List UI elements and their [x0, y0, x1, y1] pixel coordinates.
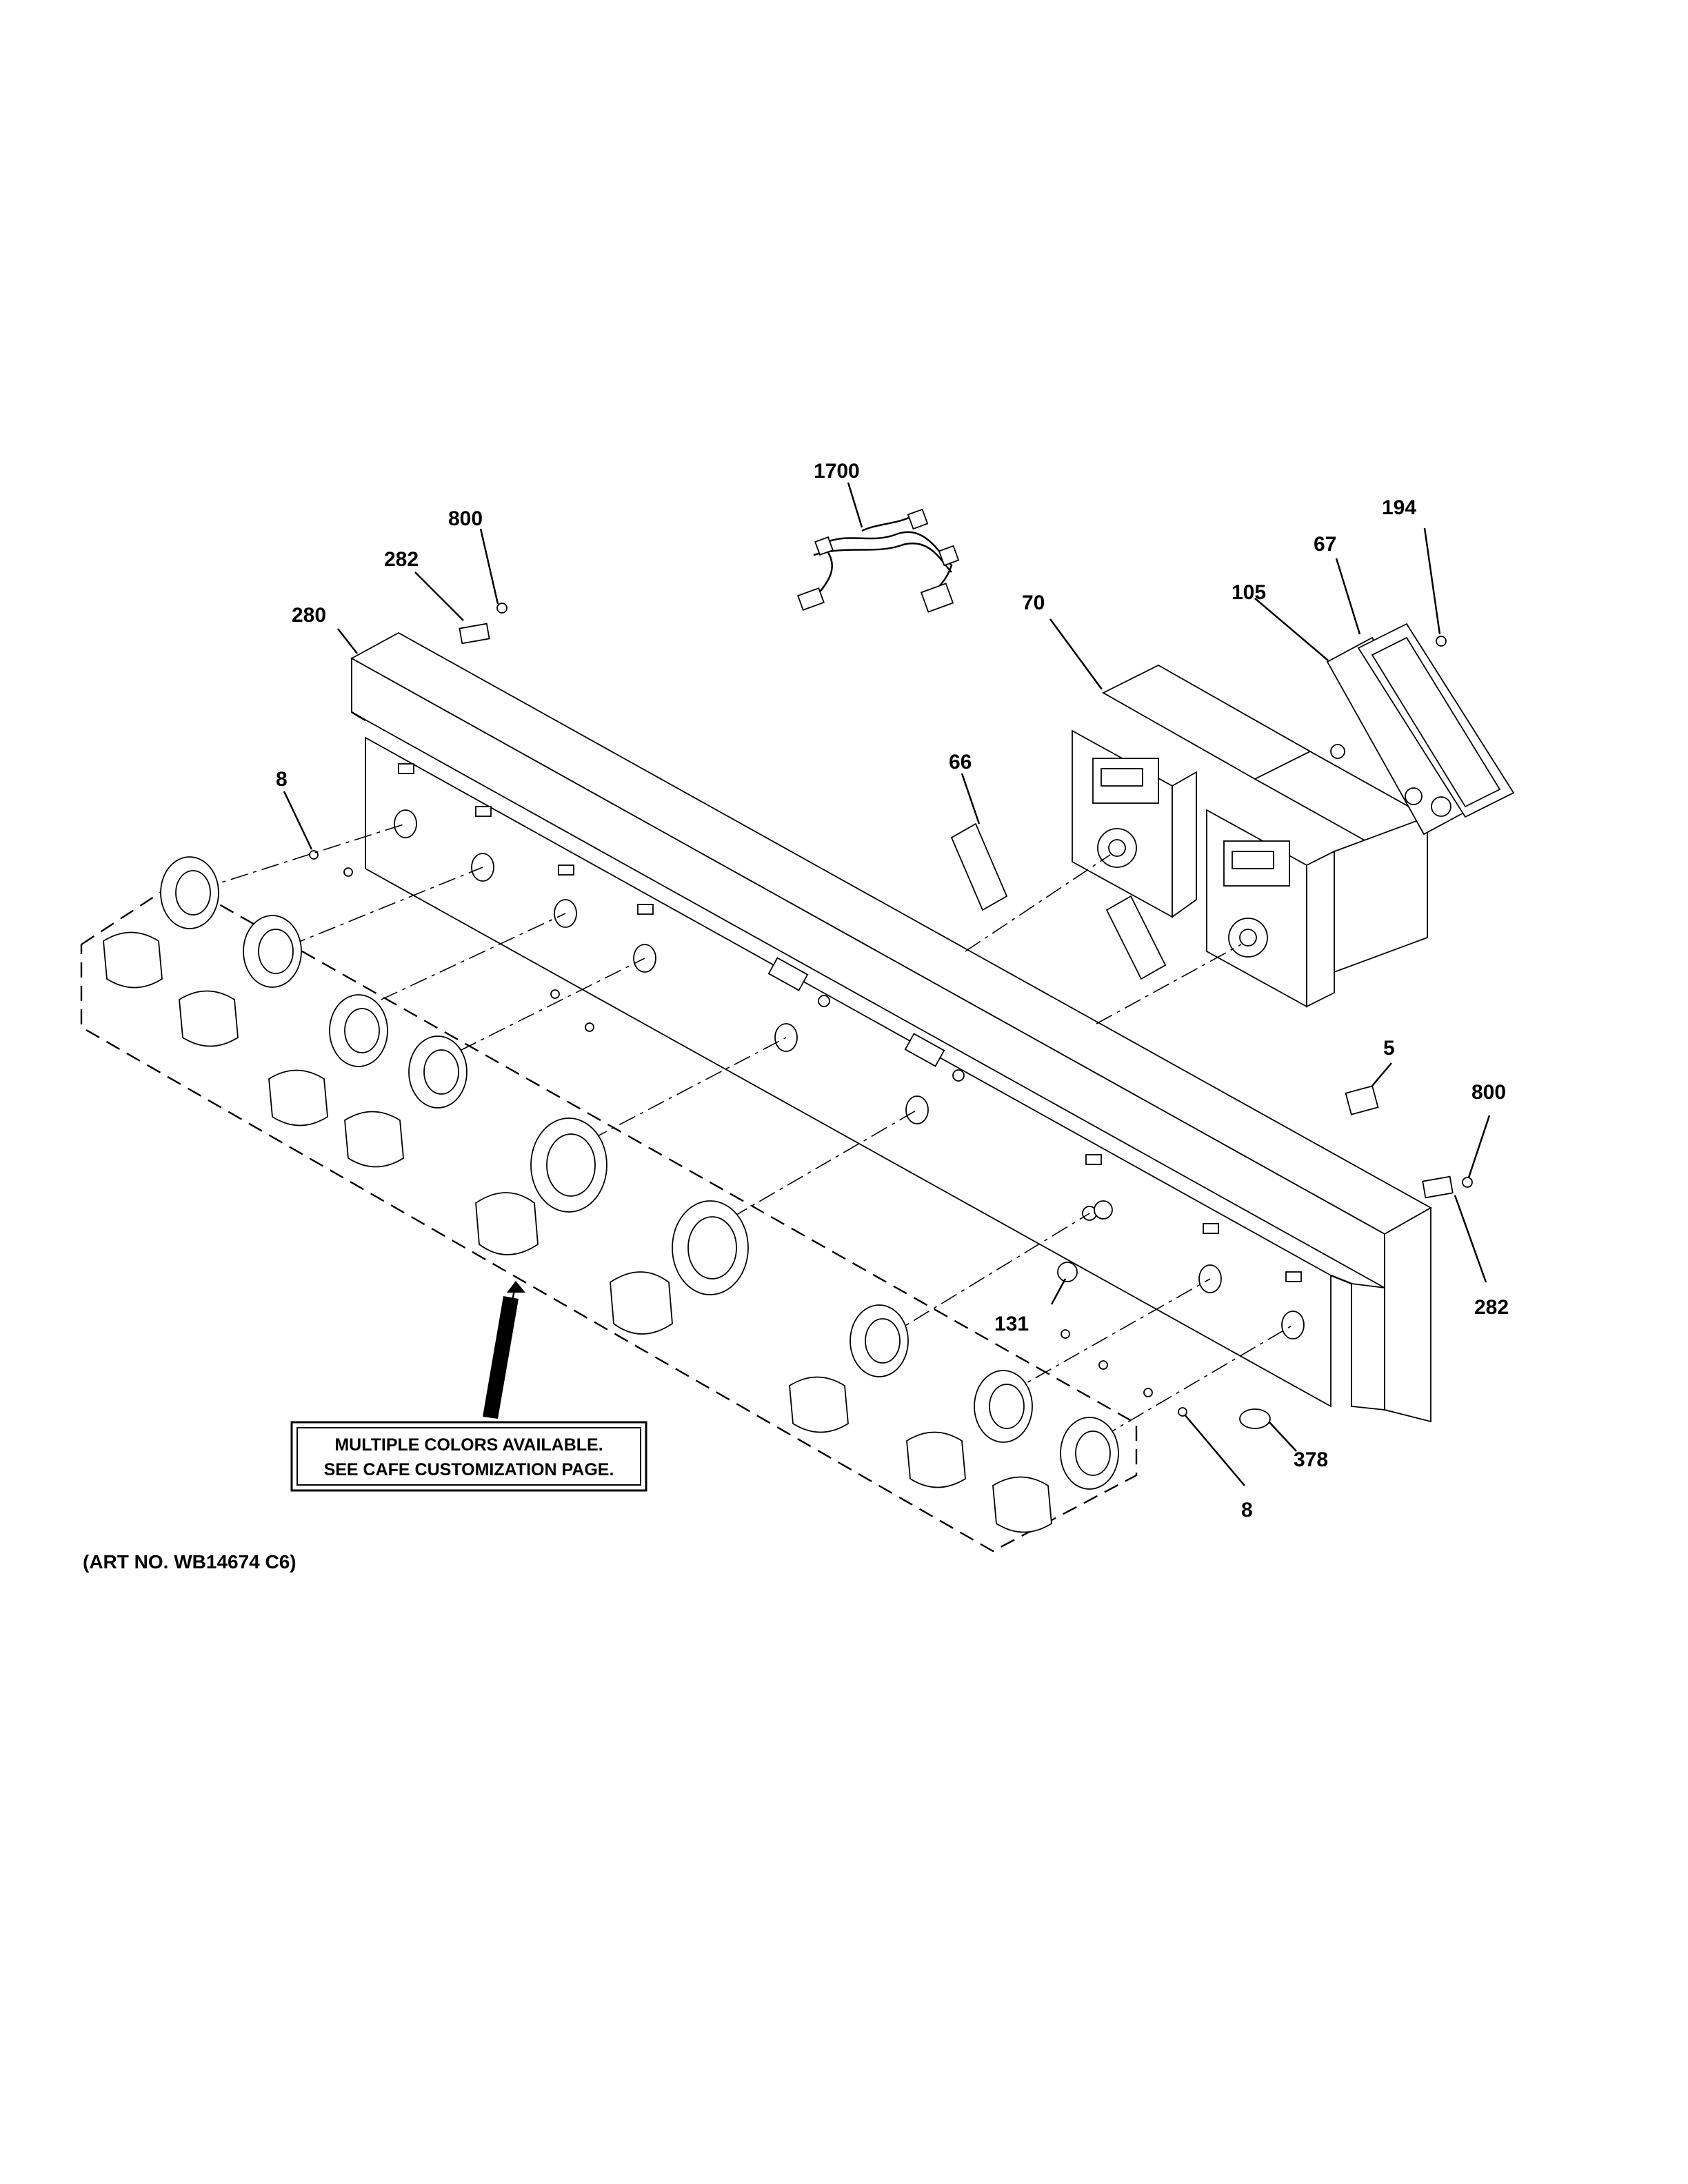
bracket-282-right: [1422, 1175, 1454, 1199]
callout-67: 67: [1314, 533, 1336, 556]
callout-1700: 1700: [814, 460, 860, 483]
callout-8-bottom: 8: [1241, 1499, 1253, 1521]
screws-8: [309, 850, 1187, 1417]
note-arrow-shaft: [483, 1296, 519, 1419]
bracket-67: [1357, 623, 1515, 818]
screw-194: [1436, 636, 1447, 647]
callout-70: 70: [1022, 592, 1045, 614]
control-module-70-upper: [1072, 664, 1312, 918]
screw-800-top: [496, 603, 508, 614]
callout-5: 5: [1383, 1037, 1395, 1060]
control-panel-280: [350, 631, 1432, 1423]
callout-66: 66: [949, 751, 972, 774]
callout-8-left: 8: [276, 768, 288, 791]
customization-boundary: [80, 880, 1138, 1553]
callout-282-right: 282: [1474, 1296, 1509, 1319]
board-105: [1326, 636, 1470, 836]
grommet-378: [1239, 1408, 1271, 1429]
screw-800-right: [1462, 1177, 1473, 1188]
customization-note: MULTIPLE COLORS AVAILABLE. SEE CAFE CUST…: [290, 1421, 647, 1492]
callout-105: 105: [1232, 581, 1266, 604]
panel-holes: [394, 763, 1305, 1339]
insert-131: [1057, 1262, 1078, 1282]
callout-131: 131: [994, 1313, 1029, 1335]
window-66: [950, 822, 1167, 980]
control-module-70-lower: [1206, 750, 1429, 1008]
note-line-2: SEE CAFE CUSTOMIZATION PAGE.: [324, 1460, 614, 1479]
callout-labels: 1700 800 282 280 8 70 105 67 194 66 5 80…: [276, 460, 1509, 1521]
callout-378: 378: [1294, 1448, 1328, 1471]
bracket-282-top: [459, 623, 490, 645]
callout-282-top: 282: [384, 548, 419, 571]
callout-194: 194: [1382, 496, 1416, 519]
callout-800-right: 800: [1471, 1081, 1506, 1104]
burner-knobs: [103, 856, 1119, 1533]
wire-harness-1700: [797, 508, 960, 613]
callout-280: 280: [292, 604, 326, 627]
callout-800-top: 800: [448, 507, 483, 530]
switch-5: [1345, 1085, 1379, 1115]
art-number: (ART NO. WB14674 C6): [83, 1551, 297, 1573]
note-line-1: MULTIPLE COLORS AVAILABLE.: [334, 1435, 603, 1455]
note-arrow-head: [507, 1281, 525, 1293]
